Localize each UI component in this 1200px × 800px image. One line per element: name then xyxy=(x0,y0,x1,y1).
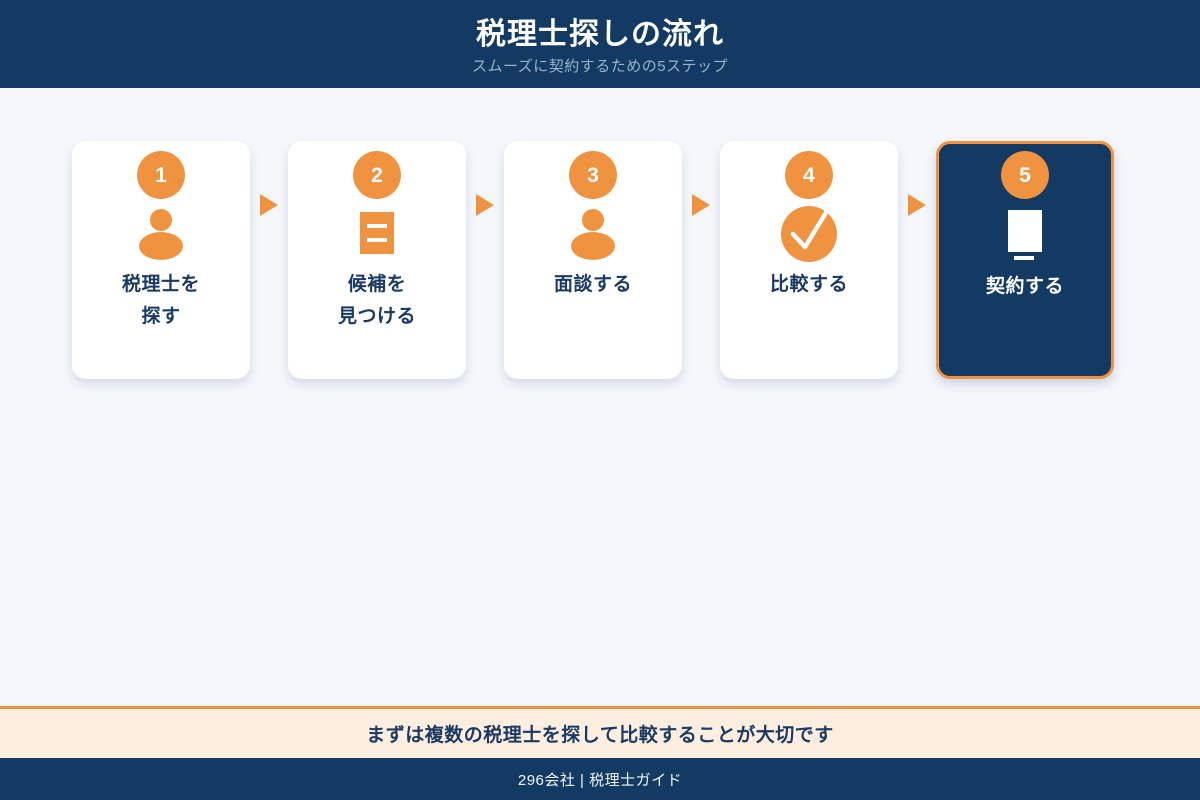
summary-banner-text: まずは複数の税理士を探して比較することが大切です xyxy=(366,725,834,746)
step-card-2[interactable]: 2 候補を 見つける xyxy=(288,141,466,379)
step-label-4: 比較する xyxy=(769,274,848,295)
page-header: 税理士探しの流れ スムーズに契約するための5ステップ xyxy=(0,0,1200,88)
step-card-3[interactable]: 3 面談する xyxy=(504,141,682,379)
step-icon-wrap-2 xyxy=(357,203,397,263)
step-label-5: 契約する xyxy=(985,276,1064,297)
step-card-1[interactable]: 1 税理士を 探す xyxy=(72,141,250,379)
footer-brand-text: 296会社 | 税理士ガイド xyxy=(517,771,683,789)
arrow-right-icon xyxy=(908,194,926,216)
step-label-2: 候補を 見つける xyxy=(337,274,416,327)
person-icon xyxy=(139,209,183,260)
page-subtitle: スムーズに契約するための5ステップ xyxy=(471,58,729,76)
steps-row: 1 税理士を 探す 2 候補を 見つける xyxy=(72,141,1114,379)
arrow-right-icon xyxy=(476,194,494,216)
check-circle-icon xyxy=(781,206,837,262)
person-icon xyxy=(571,209,615,260)
list-document-icon xyxy=(360,212,394,254)
step-label-3: 面談する xyxy=(553,274,632,295)
step-connector-1 xyxy=(250,141,288,379)
step-badge-5: 5 xyxy=(1001,151,1049,199)
arrow-right-icon xyxy=(260,194,278,216)
step-badge-3: 3 xyxy=(569,151,617,199)
step-connector-4 xyxy=(898,141,936,379)
step-badge-1: 1 xyxy=(137,151,185,199)
step-card-5[interactable]: 5 契約する xyxy=(936,141,1114,379)
step-icon-wrap-4 xyxy=(779,203,839,263)
step-badge-2: 2 xyxy=(353,151,401,199)
step-icon-wrap-1 xyxy=(135,203,187,263)
step-connector-2 xyxy=(466,141,504,379)
summary-banner: まずは複数の税理士を探して比較することが大切です xyxy=(0,706,1200,758)
page-footer: 296会社 | 税理士ガイド xyxy=(0,758,1200,800)
step-icon-wrap-3 xyxy=(567,203,619,263)
step-card-4[interactable]: 4 比較する xyxy=(720,141,898,379)
step-icon-wrap-5 xyxy=(1004,205,1046,265)
step-label-1: 税理士を 探す xyxy=(121,274,200,327)
steps-area: 1 税理士を 探す 2 候補を 見つける xyxy=(0,88,1200,698)
step-badge-4: 4 xyxy=(785,151,833,199)
contract-document-icon xyxy=(1008,210,1042,260)
step-connector-3 xyxy=(682,141,720,379)
page-title: 税理士探しの流れ xyxy=(476,18,724,52)
arrow-right-icon xyxy=(692,194,710,216)
